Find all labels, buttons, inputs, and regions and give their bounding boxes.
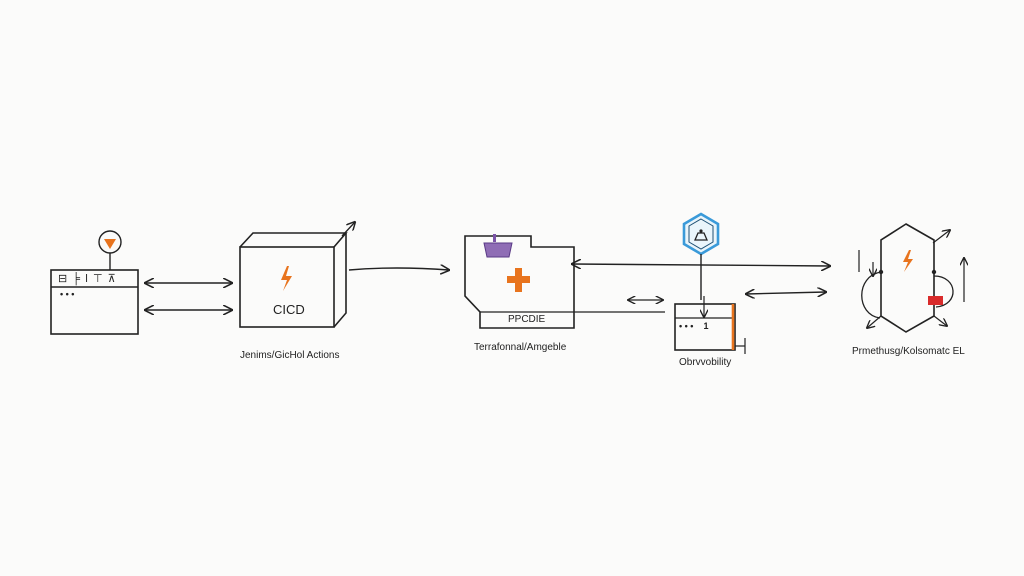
source-dots: • • • bbox=[60, 289, 75, 299]
cicd-caption: Jenims/GicHol Actions bbox=[240, 350, 340, 361]
warning-pin-icon bbox=[98, 230, 122, 270]
observability-panel bbox=[674, 303, 746, 354]
lightning-icon bbox=[903, 250, 913, 272]
hexagon-badge-icon bbox=[682, 212, 720, 256]
observability-caption: Obrvvobility bbox=[679, 357, 732, 368]
cicd-cube bbox=[239, 222, 355, 328]
bucket-icon bbox=[483, 234, 513, 258]
observability-inner-text: • • • 1 bbox=[679, 321, 709, 331]
iac-caption: Terrafonnal/Amgeble bbox=[474, 342, 567, 353]
lightning-icon bbox=[281, 266, 292, 291]
alert-indicator-icon bbox=[928, 296, 943, 305]
monitoring-caption: Prmethusg/Kolsomatc EL bbox=[852, 346, 965, 357]
plus-icon bbox=[507, 268, 530, 292]
source-toolbar-icons: ⊟ ╞ ǀ ⊤ ⊼ bbox=[58, 273, 117, 285]
monitoring-hexagon bbox=[858, 223, 964, 333]
cicd-title: CICD bbox=[273, 302, 305, 317]
arrow-observability-monitoring bbox=[746, 292, 826, 294]
iac-document bbox=[464, 235, 665, 329]
arrow-cicd-iac bbox=[348, 268, 449, 270]
iac-box-label: PPCDIE bbox=[508, 314, 546, 325]
source-window bbox=[50, 269, 139, 335]
